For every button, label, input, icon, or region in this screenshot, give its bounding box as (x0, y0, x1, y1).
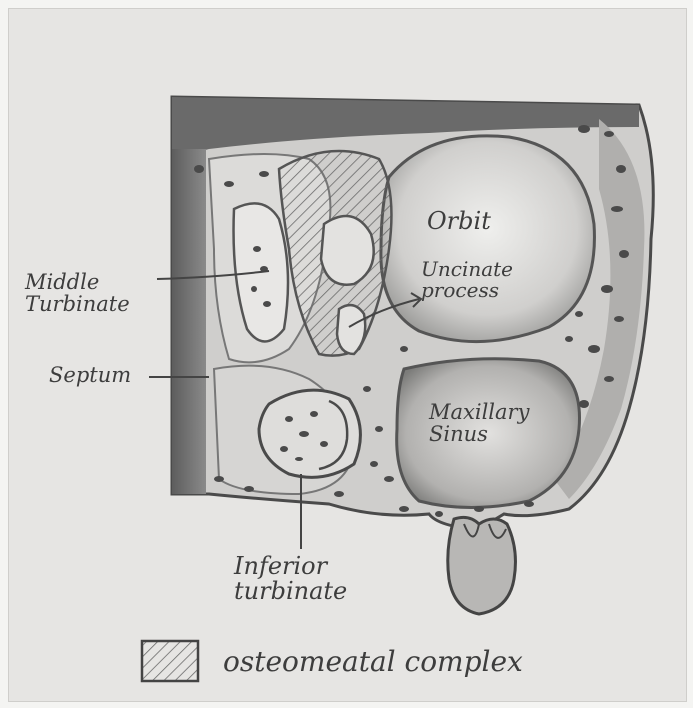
label-septum: Septum (49, 364, 131, 386)
label-orbit: Orbit (427, 209, 491, 234)
paper-sheet: Orbit Uncinate process Middle Turbinate … (8, 8, 687, 702)
label-uncinate-process: Uncinate process (421, 259, 513, 301)
sinus-anatomy-drawing (9, 9, 686, 701)
uncinate-process-shape (321, 216, 374, 285)
orbit-cavity (381, 136, 595, 342)
label-maxillary-sinus: Maxillary Sinus (429, 401, 529, 445)
legend-swatch (142, 641, 198, 681)
septum-wall (172, 149, 206, 494)
tooth-drawing (448, 517, 516, 614)
label-inferior-turbinate: Inferior turbinate (234, 554, 347, 604)
inferior-turbinate-shape (259, 390, 360, 477)
label-middle-turbinate: Middle Turbinate (25, 271, 130, 315)
ethmoid-bulla-shape (337, 305, 365, 354)
legend-label: osteomeatal complex (223, 647, 523, 676)
